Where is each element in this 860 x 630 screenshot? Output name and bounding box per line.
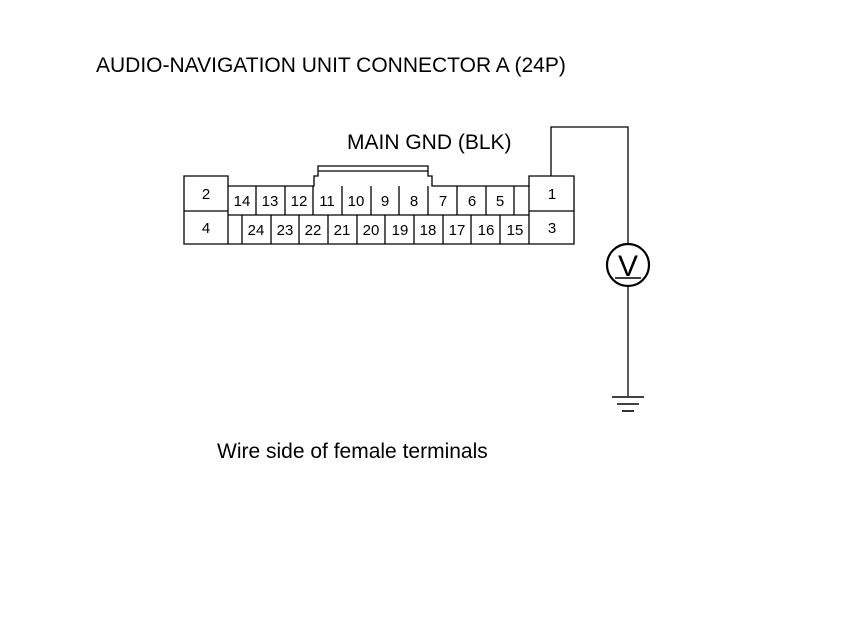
- terminal-19: 19: [392, 222, 409, 239]
- terminal-10: 10: [348, 193, 365, 210]
- terminal-12: 12: [291, 193, 308, 210]
- voltmeter-icon: V: [605, 242, 651, 288]
- terminal-6: 6: [468, 193, 476, 210]
- terminal-14: 14: [234, 193, 251, 210]
- terminal-22: 22: [305, 222, 322, 239]
- terminal-3: 3: [548, 220, 556, 237]
- terminal-11: 11: [319, 193, 335, 210]
- connector-outline: [183, 165, 575, 245]
- terminal-15: 15: [507, 222, 524, 239]
- terminal-17: 17: [449, 222, 466, 239]
- terminal-20: 20: [363, 222, 380, 239]
- diagram-caption: Wire side of female terminals: [217, 440, 488, 463]
- terminal-18: 18: [420, 222, 437, 239]
- terminal-7: 7: [439, 193, 447, 210]
- terminal-9: 9: [381, 193, 389, 210]
- terminal-13: 13: [262, 193, 279, 210]
- terminal-1: 1: [548, 186, 556, 203]
- terminal-8: 8: [410, 193, 418, 210]
- terminal-21: 21: [334, 222, 351, 239]
- voltmeter-symbol: V: [618, 250, 638, 283]
- terminal-16: 16: [478, 222, 495, 239]
- terminal-23: 23: [277, 222, 294, 239]
- ground-wire: [550, 126, 629, 243]
- terminal-2: 2: [202, 186, 210, 203]
- terminal-4: 4: [202, 220, 210, 237]
- terminal-24: 24: [248, 222, 265, 239]
- page-title: AUDIO-NAVIGATION UNIT CONNECTOR A (24P): [96, 54, 566, 77]
- terminal-5: 5: [496, 193, 504, 210]
- wire-label: MAIN GND (BLK): [347, 131, 512, 154]
- ground-icon: [612, 396, 644, 412]
